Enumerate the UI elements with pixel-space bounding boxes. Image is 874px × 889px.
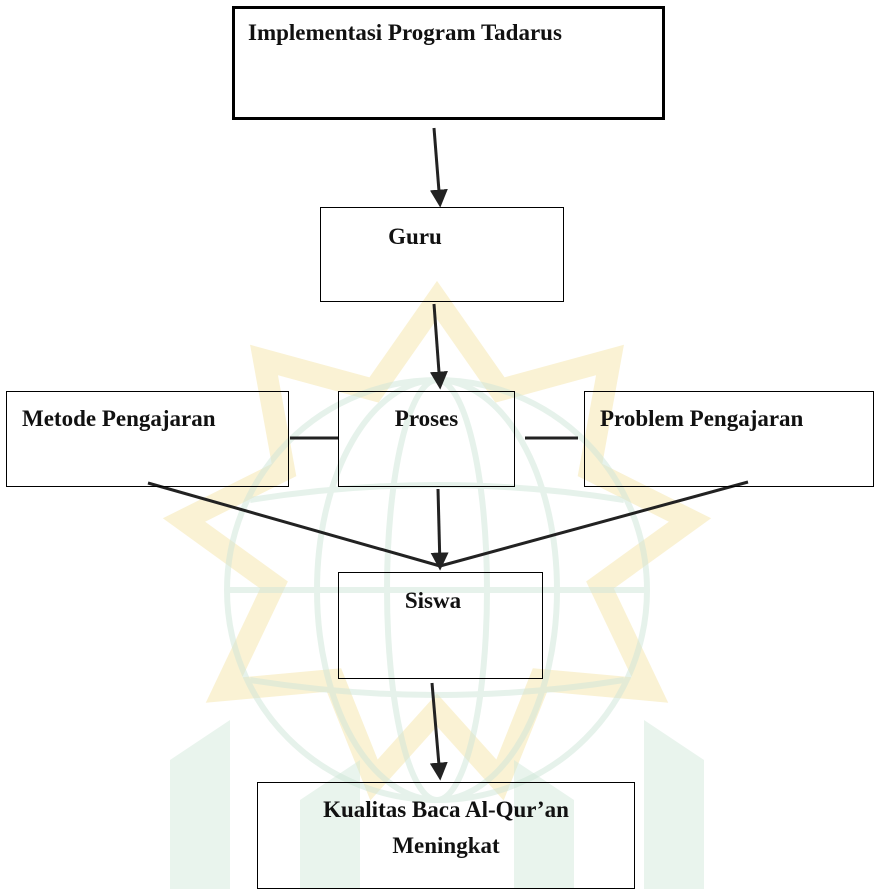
node-kualitas-label-line2: Meningkat: [392, 833, 500, 858]
node-implementasi-box: [232, 6, 665, 120]
node-metode-box: [6, 391, 289, 487]
line-problem-to-siswa: [439, 480, 749, 568]
node-metode-label: Metode Pengajaran: [22, 406, 216, 431]
watermark-base-shape: [170, 720, 704, 889]
watermark-star-icon: [162, 280, 712, 801]
node-proses-box: [338, 391, 515, 487]
arrow-siswa-to-kualitas: [429, 682, 448, 781]
arrow-implementasi-to-guru: [429, 127, 448, 208]
node-siswa-box: [338, 572, 543, 679]
node-kualitas-label-line1: Kualitas Baca Al-Qur’an: [323, 797, 569, 822]
node-siswa-label: Siswa: [404, 588, 462, 613]
node-problem-label: Problem Pengajaran: [600, 406, 804, 431]
node-guru-label: Guru: [388, 224, 442, 249]
node-proses-label: Proses: [394, 406, 459, 431]
node-implementasi-label: Implementasi Program Tadarus: [248, 20, 562, 45]
arrow-guru-to-proses: [429, 303, 448, 390]
line-metode-to-siswa: [147, 481, 441, 568]
arrow-proses-to-siswa: [430, 488, 449, 571]
